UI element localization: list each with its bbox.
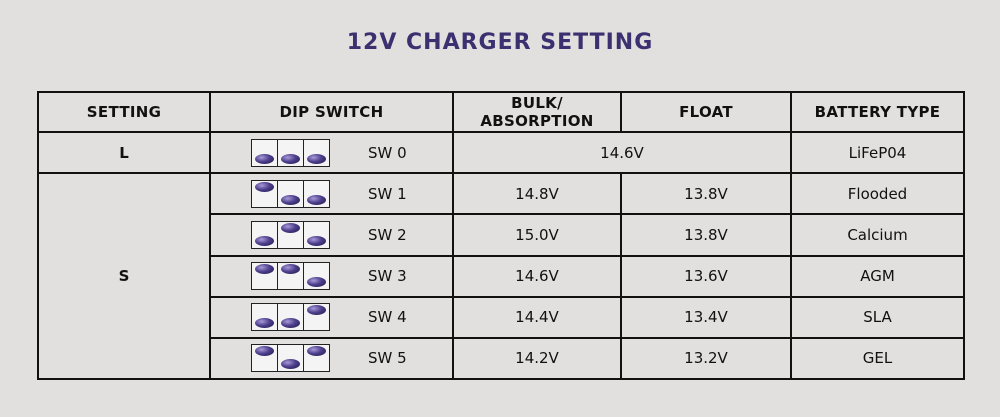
- page-title: 12V CHARGER SETTING: [346, 30, 654, 55]
- dip-switch-diagram: [251, 220, 330, 249]
- dip-slot: [278, 263, 304, 290]
- dip-slot: [304, 140, 329, 166]
- battery-type-value: LiFeP04: [790, 131, 965, 175]
- header-battery-type: BATTERY TYPE: [790, 90, 965, 134]
- dip-knob-down: [281, 359, 300, 370]
- table-row: SW 4 14.4V 13.4V SLA: [38, 295, 965, 339]
- battery-type-value: AGM: [790, 254, 965, 298]
- dip-knob-up: [281, 222, 300, 233]
- dip-switch-cell: SW 1: [209, 172, 454, 216]
- setting-s: S: [37, 172, 211, 380]
- dip-switch-cell: SW 3: [209, 254, 454, 298]
- bulk-value: 15.0V: [452, 213, 622, 257]
- battery-type-value: SLA: [790, 295, 965, 339]
- dip-slot: [252, 139, 278, 166]
- dip-knob-down: [255, 318, 274, 329]
- table-row: SW 2 15.0V 13.8V Calcium: [38, 213, 965, 257]
- dip-slot: [252, 180, 278, 207]
- float-value: 13.8V: [620, 213, 792, 257]
- float-value: 13.2V: [620, 336, 792, 381]
- dip-slot: [252, 345, 278, 372]
- dip-knob-down: [307, 194, 326, 205]
- dip-slot: [278, 304, 304, 331]
- bulk-float-value: 14.6V: [452, 131, 792, 175]
- float-value: 13.6V: [620, 254, 792, 298]
- dip-knob-up: [255, 346, 274, 357]
- dip-knob-down: [307, 235, 326, 246]
- dip-slot: [304, 181, 329, 207]
- dip-slot: [252, 221, 278, 248]
- dip-slot: [278, 180, 304, 207]
- switch-label: SW 0: [368, 143, 407, 162]
- table-header-row: SETTING DIP SWITCH BULK/ ABSORPTION FLOA…: [37, 90, 965, 134]
- dip-knob-down: [281, 153, 300, 164]
- dip-knob-down: [307, 153, 326, 164]
- dip-slot: [304, 263, 329, 289]
- dip-knob-down: [255, 153, 274, 164]
- dip-switch-cell: SW 5: [209, 336, 454, 381]
- header-bulk-absorption: BULK/ ABSORPTION: [452, 90, 622, 134]
- bulk-value: 14.4V: [452, 295, 622, 339]
- bulk-value: 14.6V: [452, 254, 622, 298]
- dip-switch-diagram: [251, 303, 330, 332]
- dip-slot: [304, 222, 329, 248]
- switch-label: SW 5: [368, 349, 407, 368]
- dip-switch-diagram: [251, 138, 330, 167]
- table-row: L SW 0 14.6V LiFeP04: [37, 131, 965, 175]
- setting-l: L: [37, 131, 211, 175]
- dip-knob-down: [281, 194, 300, 205]
- dip-knob-down: [281, 318, 300, 329]
- battery-type-value: GEL: [790, 336, 965, 381]
- dip-switch-diagram: [251, 179, 330, 208]
- dip-knob-up: [307, 346, 326, 357]
- dip-knob-up: [255, 264, 274, 275]
- charger-settings-table: SETTING DIP SWITCH BULK/ ABSORPTION FLOA…: [37, 90, 965, 381]
- dip-knob-up: [307, 305, 326, 316]
- dip-knob-up: [281, 264, 300, 275]
- switch-label: SW 1: [368, 184, 407, 203]
- bulk-value: 14.2V: [452, 336, 622, 381]
- table-row: S SW 1 14.8V 13.8V Flooded: [37, 172, 965, 380]
- dip-switch-cell: SW 4: [209, 295, 454, 339]
- dip-knob-up: [255, 181, 274, 192]
- dip-knob-down: [255, 235, 274, 246]
- dip-switch-diagram: [251, 344, 330, 373]
- battery-type-value: Calcium: [790, 213, 965, 257]
- dip-slot: [278, 139, 304, 166]
- dip-switch-diagram: [251, 262, 330, 291]
- dip-knob-down: [307, 277, 326, 288]
- dip-slot: [278, 345, 304, 372]
- dip-slot: [304, 345, 329, 371]
- table-row: SW 3 14.6V 13.6V AGM: [38, 254, 965, 298]
- switch-label: SW 2: [368, 225, 407, 244]
- bulk-value: 14.8V: [452, 172, 622, 216]
- switch-label: SW 3: [368, 267, 407, 286]
- dip-slot: [278, 221, 304, 248]
- float-value: 13.4V: [620, 295, 792, 339]
- dip-switch-cell: SW 2: [209, 213, 454, 257]
- dip-slot: [252, 263, 278, 290]
- dip-slot: [252, 304, 278, 331]
- float-value: 13.8V: [620, 172, 792, 216]
- table-row: SW 5 14.2V 13.2V GEL: [38, 336, 965, 381]
- dip-slot: [304, 304, 329, 330]
- battery-type-value: Flooded: [790, 172, 965, 216]
- dip-switch-cell: SW 0: [209, 131, 454, 175]
- header-setting: SETTING: [37, 90, 211, 134]
- header-float: FLOAT: [620, 90, 792, 134]
- header-dip-switch: DIP SWITCH: [209, 90, 454, 134]
- switch-label: SW 4: [368, 308, 407, 327]
